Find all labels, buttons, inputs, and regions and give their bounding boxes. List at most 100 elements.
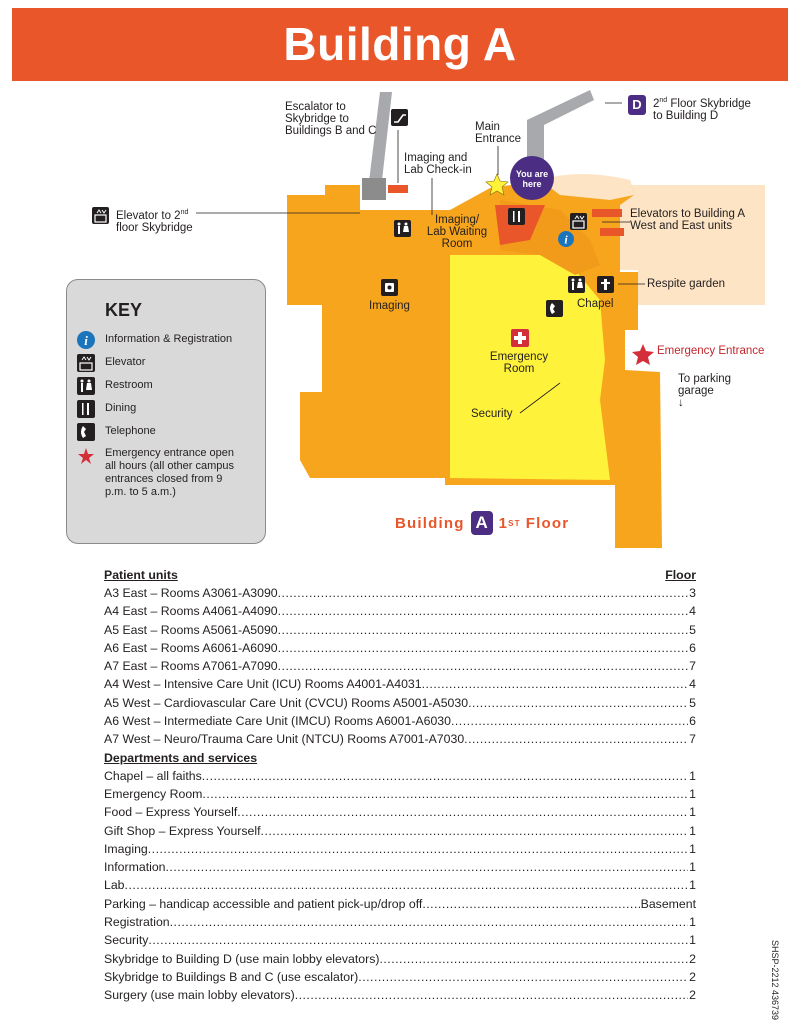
elevators-a-label: Elevators to Building A West and East un… bbox=[630, 208, 745, 232]
dining-icon bbox=[77, 400, 95, 418]
key-item: Emergency entrance open all hours (all o… bbox=[77, 447, 245, 499]
info-icon: i bbox=[77, 331, 95, 349]
floor-heading: Floor bbox=[665, 568, 696, 582]
imaging-checkin-line: Imaging and bbox=[404, 152, 468, 164]
elevator-skybridge-line: Elevator to 2nd bbox=[116, 207, 193, 222]
list-item: A4 West – Intensive Care Unit (ICU) Room… bbox=[104, 675, 696, 693]
key-item: i Information & Registration bbox=[77, 331, 245, 349]
key-item-label: Emergency entrance open all hours (all o… bbox=[105, 447, 235, 498]
restroom-icon bbox=[77, 377, 95, 395]
emergency-area bbox=[450, 255, 610, 480]
restroom-icon bbox=[568, 276, 585, 293]
list-item-name: A7 West – Neuro/Trauma Care Unit (NTCU) … bbox=[104, 732, 465, 747]
list-item-floor: 6 bbox=[689, 714, 696, 729]
floor-title-suffix: ST bbox=[508, 518, 521, 528]
floor-suffix: nd bbox=[659, 97, 668, 104]
building-badge: A bbox=[470, 511, 493, 535]
imaging-waiting-line: Room bbox=[441, 238, 473, 250]
list-item: A3 East – Rooms A3061-A3090 3 bbox=[104, 584, 696, 602]
list-item: Skybridge to Building D (use main lobby … bbox=[104, 950, 696, 968]
list-item-floor: 1 bbox=[689, 823, 696, 838]
list-item-name: Emergency Room bbox=[104, 786, 203, 801]
main-entrance-line: Main bbox=[475, 121, 500, 133]
chapel-icon bbox=[597, 276, 614, 293]
dot-leader bbox=[278, 657, 689, 675]
key-item-label: Elevator bbox=[105, 356, 146, 368]
checkin-room bbox=[388, 185, 408, 193]
dot-leader bbox=[148, 931, 688, 949]
skybridge-d-corridor bbox=[527, 90, 594, 160]
list-item-name: Skybridge to Buildings B and C (use esca… bbox=[104, 969, 359, 984]
list-item-floor: 7 bbox=[689, 732, 696, 747]
skybridge-word: Skybridge bbox=[699, 97, 751, 110]
dot-leader bbox=[379, 950, 688, 968]
skybridge-bc-corridor bbox=[367, 92, 392, 198]
elevator-icon bbox=[570, 213, 587, 230]
dot-leader bbox=[278, 621, 689, 639]
list-item: A6 East – Rooms A6061-A60906 bbox=[104, 639, 696, 657]
list-item-name: Imaging bbox=[104, 841, 148, 856]
list-item-name: Gift Shop – Express Yourself bbox=[104, 823, 261, 838]
list-item-floor: 1 bbox=[689, 841, 696, 856]
list-item: A5 West – Cardiovascular Care Unit (CVCU… bbox=[104, 694, 696, 712]
list-item: A6 West – Intermediate Care Unit (IMCU) … bbox=[104, 712, 696, 730]
list-item-name: Security bbox=[104, 933, 149, 948]
imaging-icon bbox=[381, 279, 398, 296]
list-item-name: A6 East – Rooms A6061-A6090 bbox=[104, 640, 278, 655]
dot-leader bbox=[202, 785, 688, 803]
floor-number: 2 bbox=[653, 97, 660, 110]
directory: Patient units Floor A3 East – Rooms A306… bbox=[104, 566, 696, 1005]
dot-leader bbox=[422, 895, 639, 913]
list-item-floor: 3 bbox=[689, 586, 696, 600]
key-item-label: Restroom bbox=[105, 379, 153, 391]
floor-plan-map: i bbox=[92, 90, 765, 548]
list-item-floor: 7 bbox=[689, 659, 696, 674]
emergency-room-label: Emergency Room bbox=[486, 351, 552, 375]
list-item-name: Lab bbox=[104, 878, 125, 893]
telephone-icon bbox=[546, 300, 563, 317]
escalator-area bbox=[362, 178, 386, 200]
respite-garden-area bbox=[620, 185, 765, 305]
entrance-area bbox=[540, 174, 634, 200]
key-item: Dining bbox=[77, 400, 245, 418]
list-item-floor: 1 bbox=[689, 786, 696, 801]
list-item: Imaging 1 bbox=[104, 840, 696, 858]
departments-heading: Departments and services bbox=[104, 750, 258, 765]
imaging-waiting-label: Imaging/ Lab Waiting Room bbox=[424, 214, 490, 250]
imaging-checkin-line: Lab Check-in bbox=[404, 164, 472, 176]
patient-units-heading: Patient units bbox=[104, 568, 178, 582]
dot-leader bbox=[278, 602, 689, 620]
imaging-label: Imaging bbox=[369, 300, 410, 312]
dot-leader bbox=[261, 822, 689, 840]
list-item-floor: 1 bbox=[689, 915, 696, 930]
floor-word: Floor bbox=[670, 97, 697, 110]
patient-units-list: A3 East – Rooms A3061-A3090 3 A4 East – Ro… bbox=[104, 584, 696, 749]
list-item-name: A4 West – Intensive Care Unit (ICU) Room… bbox=[104, 677, 422, 692]
list-item: Information1 bbox=[104, 858, 696, 876]
elevators-a-line: West and East units bbox=[630, 220, 733, 232]
dot-leader bbox=[166, 858, 689, 876]
document-code: SHSP-2212 436739 bbox=[770, 940, 780, 1021]
floor-title-number: 1 bbox=[498, 514, 509, 532]
list-item-name: A3 East – Rooms A3061-A3090 bbox=[104, 586, 278, 600]
list-item: A7 East – Rooms A7061-A70907 bbox=[104, 657, 696, 675]
list-item-floor: 1 bbox=[689, 768, 696, 783]
dot-leader bbox=[202, 767, 688, 785]
list-item: Lab1 bbox=[104, 876, 696, 894]
you-are-here-line: You are bbox=[515, 169, 549, 179]
list-item-name: Parking – handicap accessible and patien… bbox=[104, 896, 423, 911]
list-item-name: Skybridge to Building D (use main lobby … bbox=[104, 951, 380, 966]
building-d-badge: D bbox=[628, 95, 646, 115]
elevator-icon bbox=[77, 354, 95, 372]
down-arrow-icon: ↓ bbox=[678, 397, 684, 409]
imaging-checkin-label: Imaging and Lab Check-in bbox=[404, 152, 472, 176]
list-item-floor: 4 bbox=[689, 604, 696, 619]
escalator-label-line: Escalator to bbox=[285, 101, 346, 113]
dot-leader bbox=[422, 675, 689, 693]
list-item-floor: 5 bbox=[689, 622, 696, 637]
list-item-name: A4 East – Rooms A4061-A4090 bbox=[104, 604, 278, 619]
elevator-skybridge-line: floor Skybridge bbox=[116, 221, 193, 234]
list-item-floor: 1 bbox=[689, 805, 696, 820]
list-item-floor: 2 bbox=[689, 951, 696, 966]
